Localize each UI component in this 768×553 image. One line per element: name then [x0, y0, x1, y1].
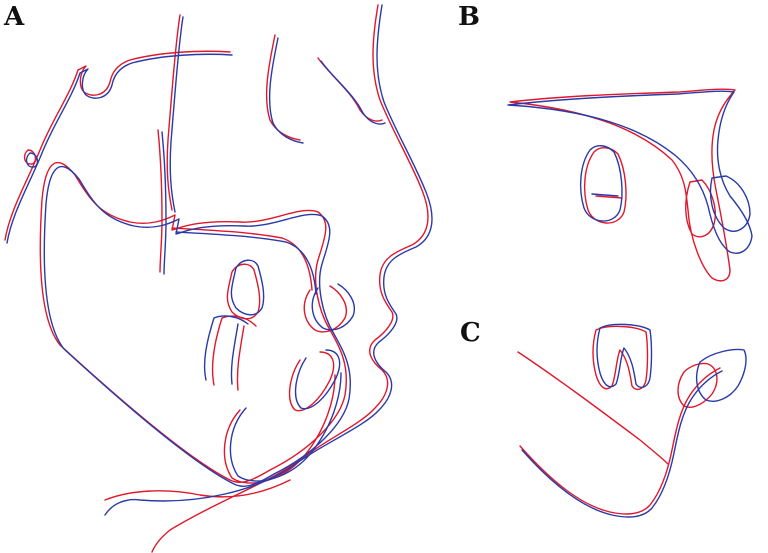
panel-b-tracing-2 [507, 90, 753, 254]
palatal-plane [171, 227, 313, 291]
molar-lower [211, 315, 257, 391]
lower-incisor-c [695, 348, 747, 402]
panel-a-tracing-2 [6, 4, 433, 516]
pterygoid-plate [157, 129, 163, 273]
mandible-outline [39, 162, 347, 483]
mandible-outline [43, 166, 351, 487]
palate-outline [509, 88, 736, 282]
throat-line [104, 479, 291, 501]
symphysis [229, 372, 342, 482]
nasal-bone [265, 34, 301, 141]
nasal-bone [268, 37, 304, 144]
cranial-base-outline [4, 50, 231, 241]
incisor-lower [294, 349, 341, 410]
orbit-outline [166, 14, 181, 211]
cranial-base-outline [6, 53, 233, 244]
mandible-body-c [519, 367, 721, 515]
sella-outline [23, 149, 37, 165]
orbit-outline [169, 16, 184, 213]
palatal-plane [175, 231, 317, 295]
incisor-lower [288, 351, 335, 412]
panel-label-c: C [460, 318, 481, 348]
panel-label-a: A [4, 2, 25, 32]
sella-outline [25, 152, 39, 168]
panel-a-tracing-1 [4, 4, 429, 553]
incisor-upper [311, 283, 355, 331]
mandibular-plane-line [517, 351, 669, 465]
soft-tissue-profile [104, 4, 433, 516]
lower-molar-c [592, 325, 649, 391]
frontal-soft [320, 60, 386, 125]
mandible-body-c [521, 370, 723, 518]
palate-outline [507, 90, 753, 254]
symphysis [223, 374, 336, 484]
lower-molar-c [596, 323, 653, 389]
panel-c-tracing-2 [521, 323, 747, 518]
molar-lower [203, 315, 249, 385]
upper-incisor-b [685, 179, 716, 238]
molar-upper [226, 263, 261, 320]
incisor-upper [303, 285, 347, 333]
upper-incisor-b [709, 175, 751, 232]
panel-c-tracing-1 [517, 325, 721, 515]
upper-molar-b [579, 145, 623, 222]
panel-label-b: B [458, 2, 480, 32]
lower-incisor-c [677, 362, 718, 408]
pterygoid-plate [161, 131, 167, 275]
frontal-soft [317, 57, 383, 122]
molar-upper [230, 259, 265, 316]
